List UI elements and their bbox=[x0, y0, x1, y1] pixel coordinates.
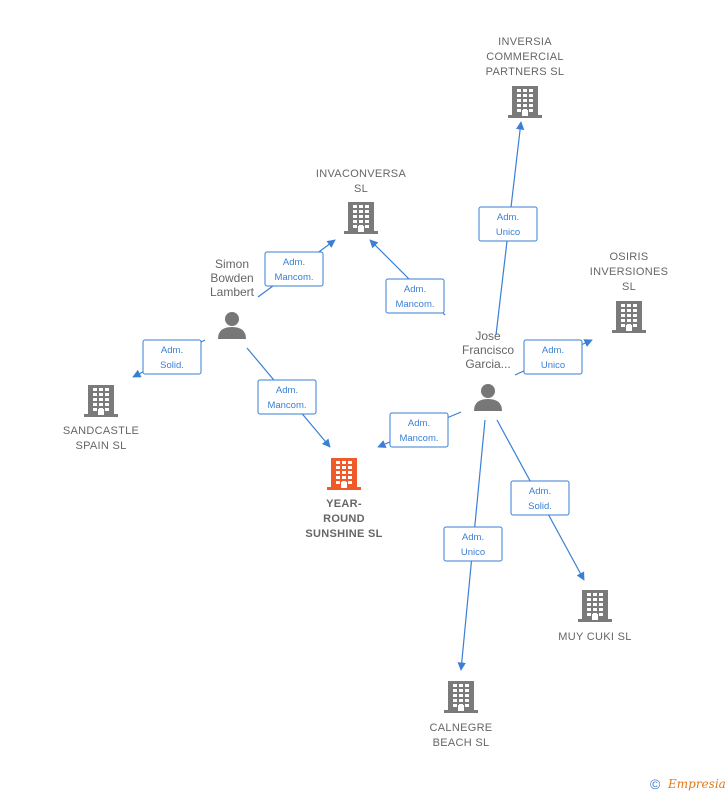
edge-label-text: Mancom. bbox=[274, 272, 313, 283]
edge-label-box[interactable] bbox=[264, 251, 324, 287]
edge-label-box[interactable] bbox=[443, 526, 503, 562]
person-icon bbox=[218, 312, 246, 339]
company-label: ROUND bbox=[323, 513, 365, 525]
edge-label-text: Mancom. bbox=[399, 433, 438, 444]
edge-label-box[interactable] bbox=[523, 339, 583, 375]
edge-label-text: Adm. bbox=[276, 385, 298, 396]
building-icon bbox=[612, 301, 646, 333]
company-node-invaconversa[interactable]: INVACONVERSA SL bbox=[316, 168, 407, 234]
company-label: SL bbox=[622, 281, 636, 293]
building-icon bbox=[578, 590, 612, 622]
edge-label-box[interactable] bbox=[257, 379, 317, 415]
person-label: Jose bbox=[475, 329, 501, 343]
company-label: COMMERCIAL bbox=[486, 51, 564, 63]
edge-label-text: Adm. bbox=[404, 284, 426, 295]
edge-label-text: Adm. bbox=[462, 532, 484, 543]
edge-label-text: Mancom. bbox=[395, 299, 434, 310]
company-node-sandcastle[interactable]: SANDCASTLE SPAIN SL bbox=[63, 385, 139, 452]
company-node-inversia[interactable]: INVERSIA COMMERCIAL PARTNERS SL bbox=[486, 36, 565, 118]
company-node-yearround[interactable]: YEAR- ROUND SUNSHINE SL bbox=[305, 458, 382, 540]
brand-logo-text: Empresia bbox=[667, 777, 726, 791]
company-label: SPAIN SL bbox=[75, 440, 126, 452]
company-label: BEACH SL bbox=[433, 737, 490, 749]
company-label: INVERSIONES bbox=[590, 266, 669, 278]
company-label: SUNSHINE SL bbox=[305, 528, 382, 540]
edge-simon-invaconversa: Adm. Mancom. bbox=[257, 239, 336, 298]
edge-label-box[interactable] bbox=[510, 480, 570, 516]
edge-simon-sandcastle: Adm. Solid. bbox=[132, 339, 206, 378]
building-icon bbox=[84, 385, 118, 417]
company-label: SL bbox=[354, 183, 368, 195]
edge-label-text: Mancom. bbox=[267, 400, 306, 411]
person-label: Francisco bbox=[462, 343, 514, 357]
copyright-symbol: © bbox=[650, 776, 661, 792]
edge-label-text: Unico bbox=[461, 547, 485, 558]
company-label: MUY CUKI SL bbox=[558, 631, 631, 643]
company-node-calnegre[interactable]: CALNEGRE BEACH SL bbox=[430, 681, 493, 749]
person-label: Bowden bbox=[210, 271, 253, 285]
company-label: SANDCASTLE bbox=[63, 425, 139, 437]
edge-label-text: Adm. bbox=[497, 212, 519, 223]
person-icon bbox=[474, 384, 502, 411]
edge-label-text: Unico bbox=[496, 227, 520, 238]
edge-jose-muycuki: Adm. Solid. bbox=[496, 419, 585, 581]
edge-label-box[interactable] bbox=[478, 206, 538, 242]
edge-jose-invaconversa: Adm. Mancom. bbox=[369, 239, 446, 316]
edge-label-box[interactable] bbox=[389, 412, 449, 448]
company-label: INVERSIA bbox=[498, 36, 552, 48]
edge-label-text: Adm. bbox=[542, 345, 564, 356]
building-icon bbox=[327, 458, 361, 490]
person-label: Simon bbox=[215, 257, 249, 271]
company-label: YEAR- bbox=[326, 498, 362, 510]
edge-jose-osiris: Adm. Unico bbox=[514, 339, 593, 376]
person-node-jose[interactable]: JoseFranciscoGarcia... bbox=[462, 329, 514, 411]
building-icon bbox=[344, 202, 378, 234]
company-label: PARTNERS SL bbox=[486, 66, 565, 78]
company-node-osiris[interactable]: OSIRIS INVERSIONES SL bbox=[590, 251, 669, 333]
edge-jose-calnegre: Adm. Unico bbox=[443, 419, 503, 671]
edge-label-box[interactable] bbox=[142, 339, 202, 375]
edge-label-text: Solid. bbox=[528, 501, 552, 512]
footer-brand: © Empresia bbox=[650, 776, 726, 792]
building-icon bbox=[508, 86, 542, 118]
edge-label-box[interactable] bbox=[385, 278, 445, 314]
edge-label-text: Adm. bbox=[283, 257, 305, 268]
person-label: Garcia... bbox=[465, 357, 510, 371]
edge-label-text: Adm. bbox=[408, 418, 430, 429]
company-label: INVACONVERSA bbox=[316, 168, 407, 180]
company-node-muycuki[interactable]: MUY CUKI SL bbox=[558, 590, 631, 643]
edge-jose-inversia: Adm. Unico bbox=[478, 121, 538, 336]
company-label: CALNEGRE bbox=[430, 722, 493, 734]
edge-label-text: Solid. bbox=[160, 360, 184, 371]
building-icon bbox=[444, 681, 478, 713]
edge-label-text: Adm. bbox=[529, 486, 551, 497]
edge-jose-yearround: Adm. Mancom. bbox=[377, 411, 462, 448]
edge-label-text: Adm. bbox=[161, 345, 183, 356]
edge-simon-yearround: Adm. Mancom. bbox=[246, 347, 331, 448]
company-label: OSIRIS bbox=[609, 251, 648, 263]
person-label: Lambert bbox=[210, 285, 255, 299]
edge-label-text: Unico bbox=[541, 360, 565, 371]
